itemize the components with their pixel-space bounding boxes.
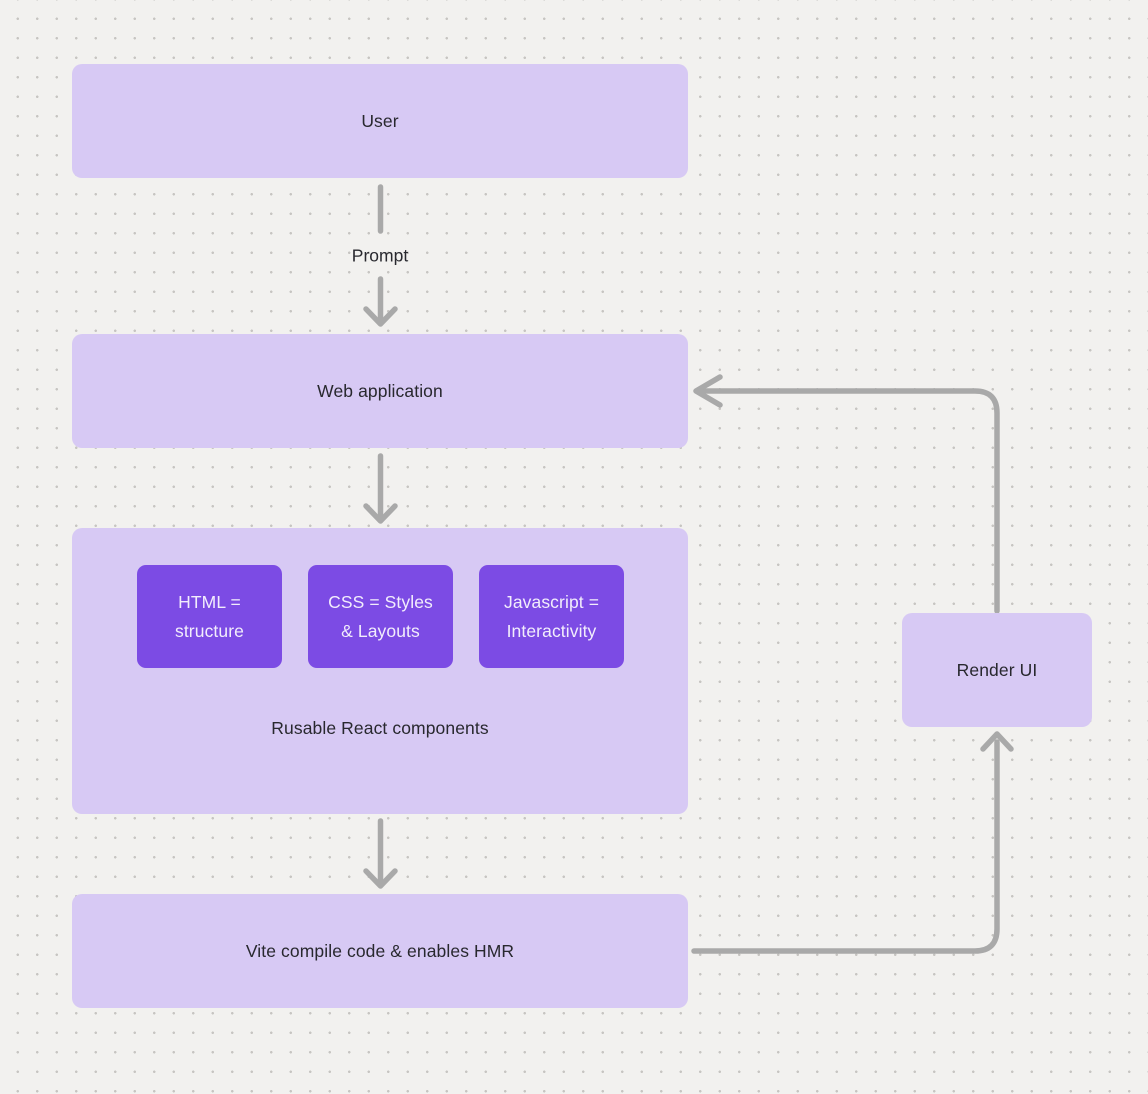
node-render-ui[interactable]: Render UI — [902, 613, 1092, 727]
node-vite[interactable]: Vite compile code & enables HMR — [72, 894, 688, 1008]
edge-label-prompt: Prompt — [351, 245, 409, 266]
chip-css-line1: CSS = Styles — [328, 591, 433, 612]
node-vite-label: Vite compile code & enables HMR — [245, 940, 515, 961]
chip-html-line2: structure — [175, 620, 244, 641]
chip-css-line2: & Layouts — [341, 620, 420, 641]
node-components-group[interactable]: HTML = structure CSS = Styles & Layouts … — [72, 528, 688, 814]
node-user[interactable]: User — [72, 64, 688, 178]
node-web-application-label: Web application — [317, 380, 443, 401]
arrow-vite-to-renderui-head-icon — [980, 731, 1014, 752]
chip-javascript[interactable]: Javascript = Interactivity — [479, 565, 624, 668]
arrow-group-to-vite-head-icon — [363, 868, 398, 889]
arrow-user-to-webapp-head-icon — [363, 306, 398, 327]
chip-javascript-line1: Javascript = — [503, 591, 600, 612]
chip-css[interactable]: CSS = Styles & Layouts — [308, 565, 453, 668]
arrow-vite-to-renderui-line — [691, 739, 1000, 954]
arrow-renderui-to-webapp-line — [700, 388, 1000, 614]
chip-html[interactable]: HTML = structure — [137, 565, 282, 668]
node-web-application[interactable]: Web application — [72, 334, 688, 448]
components-group-caption: Rusable React components — [271, 718, 489, 738]
arrow-renderui-to-webapp-head-icon — [693, 374, 723, 408]
node-user-label: User — [361, 110, 399, 131]
chip-javascript-line2: Interactivity — [506, 620, 597, 641]
chip-html-line1: HTML = — [178, 591, 241, 612]
node-render-ui-label: Render UI — [956, 659, 1038, 680]
arrow-webapp-to-group-head-icon — [363, 503, 398, 524]
